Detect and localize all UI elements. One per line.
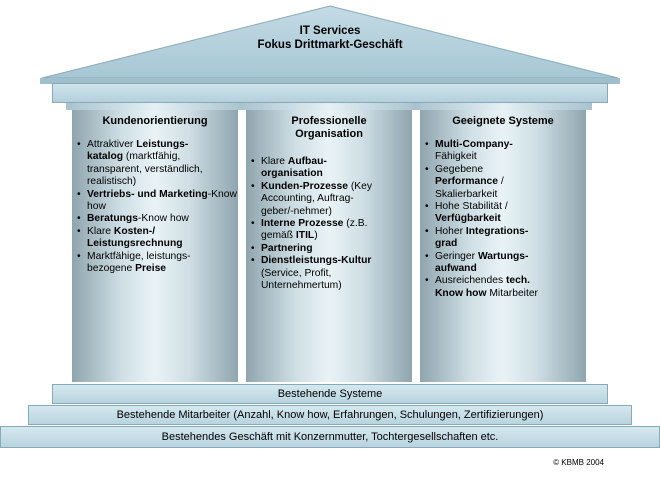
- bullet-text: organisation: [261, 168, 323, 180]
- bullet-text: Unternehmertum): [261, 280, 342, 292]
- pillar-title: Professionelle Organisation: [246, 115, 412, 141]
- bullet-text: Interne Prozesse: [261, 218, 344, 230]
- bullet-text: grad: [435, 238, 458, 250]
- bullet-text: Dienstleistungs-Kultur: [261, 255, 372, 267]
- bullet-text: Klare: [261, 156, 288, 167]
- bullet-text: bezogene: [87, 263, 136, 275]
- bullet-text: tech.: [505, 275, 531, 287]
- bullet-text: Beratungs: [87, 213, 138, 225]
- bullet-text: Hoher: [435, 225, 466, 237]
- bullet-text: gemäß: [261, 230, 296, 242]
- bullet-item: Partnering: [251, 242, 409, 256]
- bullet-text: Gegebene: [435, 163, 484, 175]
- bullet-text: Kosten-/: [113, 225, 156, 237]
- pillar-list: Multi-Company-FähigkeitGegebenePerforman…: [425, 139, 581, 300]
- bullet-text: Wartungs-: [477, 250, 529, 262]
- pillar-list: Klare Aufbau-organisationKunden-Prozesse…: [251, 156, 409, 292]
- bullet-text: Hohe Stabilität /: [435, 201, 508, 213]
- bullet-item: Dienstleistungs-Kultur(Service, Profit,U…: [251, 255, 409, 292]
- bullet-text: Ausreichendes: [435, 275, 506, 287]
- bullet-text: Leistungs-: [136, 139, 189, 150]
- bullet-text: (marktfähig, transparent, verständlich, …: [87, 151, 203, 188]
- pillar-title-line: Professionelle: [291, 115, 367, 127]
- bullet-item: Vertriebs- und Marketing-Know how: [77, 189, 237, 214]
- base-existing-staff: Bestehende Mitarbeiter (Anzahl, Know how…: [28, 405, 632, 425]
- pillar-title-line: Geeignete Systeme: [452, 115, 554, 127]
- bullet-text: /: [497, 176, 504, 188]
- entablature: [52, 83, 608, 103]
- bullet-item: Hoher Integrations-grad: [425, 226, 581, 251]
- pillar-title-line: Kundenorientierung: [102, 115, 208, 127]
- bullet-item: Klare Kosten-/Leistungsrechnung: [77, 226, 237, 251]
- base-existing-systems: Bestehende Systeme: [52, 384, 608, 404]
- bullet-text: ): [314, 230, 318, 242]
- bullet-text: Geringer: [435, 250, 478, 262]
- bullet-text: -Know how: [137, 213, 189, 225]
- bullet-item: Kunden-Prozesse (Key Accounting, Auftrag…: [251, 181, 409, 218]
- column-capital: [240, 103, 418, 110]
- bullet-text: Preise: [135, 263, 167, 275]
- bullet-text: -Know how: [87, 188, 237, 213]
- bullet-item: Beratungs-Know how: [77, 213, 237, 226]
- bullet-text: katalog: [87, 151, 124, 163]
- bullet-text: Attraktiver: [87, 139, 137, 150]
- roof-title-line1: IT Services: [299, 25, 361, 37]
- bullet-text: Mitarbeiter: [486, 287, 538, 299]
- bullet-text: Know how: [435, 287, 487, 299]
- bullet-item: Interne Prozesse (z.B. gemäß ITIL): [251, 218, 409, 243]
- bullet-text: Kunden-Prozesse: [261, 180, 348, 192]
- bullet-text: ITIL: [295, 230, 315, 242]
- bullet-item: Attraktiver Leistungs-katalog (marktfähi…: [77, 139, 237, 189]
- pillar-professional-organisation: Professionelle Organisation Klare Aufbau…: [246, 110, 412, 382]
- bullet-item: Marktfähige, leistungs-bezogene Preise: [77, 251, 237, 276]
- column-capital: [414, 103, 592, 110]
- pillar-title-line: Organisation: [295, 128, 363, 140]
- bullet-text: Vertriebs- und Marketing: [87, 188, 208, 200]
- bullet-text: Partnering: [261, 242, 313, 254]
- bullet-text: geber/-nehmer): [261, 205, 332, 217]
- pillar-list: Attraktiver Leistungs-katalog (marktfähi…: [77, 139, 237, 275]
- roof-pediment: [40, 5, 620, 84]
- base-existing-business: Bestehendes Geschäft mit Konzernmutter, …: [0, 426, 660, 448]
- bullet-text: (Key Accounting, Auftrag-: [261, 180, 373, 205]
- copyright-note: © KBMB 2004: [553, 458, 604, 467]
- roof-title: IT Services Fokus Drittmarkt-Geschäft: [200, 24, 460, 52]
- bullet-text: Skalierbarkeit: [435, 188, 498, 200]
- bullet-item: Klare Aufbau-organisation: [251, 156, 409, 181]
- bullet-text: Performance: [435, 176, 498, 188]
- bullet-text: Leistungsrechnung: [87, 238, 183, 250]
- bullet-text: Aufbau-: [287, 156, 327, 167]
- bullet-item: Ausreichendes tech. Know how Mitarbeiter: [425, 275, 581, 300]
- bullet-text: aufwand: [435, 263, 477, 275]
- pillar-title: Geeignete Systeme: [420, 115, 586, 128]
- roof-title-line2: Fokus Drittmarkt-Geschäft: [257, 39, 403, 51]
- bullet-item: Geringer Wartungs-aufwand: [425, 251, 581, 276]
- pillar-suitable-systems: Geeignete Systeme Multi-Company-Fähigkei…: [420, 110, 586, 382]
- bullet-item: Multi-Company-Fähigkeit: [425, 139, 581, 164]
- bullet-text: Verfügbarkeit: [435, 213, 501, 225]
- column-capital: [66, 103, 244, 110]
- bullet-text: (Service, Profit,: [261, 267, 332, 279]
- bullet-text: (z.B.: [343, 218, 368, 230]
- pillar-customer-orientation: Kundenorientierung Attraktiver Leistungs…: [72, 110, 238, 382]
- bullet-text: Klare: [87, 225, 114, 237]
- bullet-text: Fähigkeit: [435, 151, 477, 163]
- bullet-text: Multi-Company-: [435, 139, 513, 150]
- pillar-title: Kundenorientierung: [72, 115, 238, 128]
- bullet-text: Marktfähige, leistungs-: [87, 250, 191, 262]
- bullet-item: Hohe Stabilität /Verfügbarkeit: [425, 201, 581, 226]
- bullet-text: Integrations-: [465, 225, 529, 237]
